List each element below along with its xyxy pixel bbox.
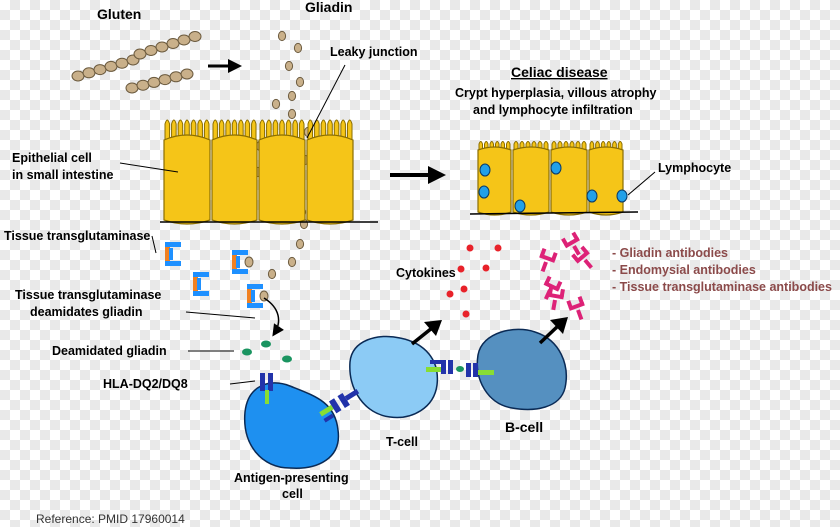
epithelium-celiac bbox=[469, 141, 639, 216]
gliadin-label: Gliadin bbox=[305, 0, 352, 15]
celiac-disease-title: Celiac disease bbox=[511, 64, 608, 80]
arrow-up-right-icon bbox=[410, 320, 442, 346]
gluten-bead bbox=[158, 74, 172, 86]
arrow-up-right-icon bbox=[538, 317, 568, 345]
gluten-bead bbox=[155, 41, 169, 53]
b-cell bbox=[476, 328, 567, 411]
gluten-bead bbox=[136, 79, 150, 91]
hla-receptor-icon bbox=[260, 373, 273, 404]
cytokines-label: Cytokines bbox=[396, 266, 456, 280]
gliadin-bead bbox=[287, 90, 297, 102]
hla-label: HLA-DQ2/DQ8 bbox=[103, 377, 188, 391]
lymphocyte-label: Lymphocyte bbox=[658, 161, 731, 175]
gluten-bead bbox=[144, 45, 158, 56]
gliadin-bead bbox=[287, 108, 297, 120]
antibody-icon bbox=[571, 245, 593, 269]
basement-membrane bbox=[469, 211, 639, 215]
ttg-icon bbox=[232, 250, 254, 274]
lymphocyte-icon bbox=[616, 189, 628, 203]
leader-lines bbox=[119, 64, 656, 385]
leaky-junction-label: Leaky junction bbox=[330, 45, 418, 59]
hla-tcr-complex-icon bbox=[319, 388, 360, 423]
epithelium-normal bbox=[160, 119, 378, 225]
gluten-chains bbox=[71, 31, 202, 94]
gluten-bead bbox=[177, 34, 191, 46]
lymphocyte-icon bbox=[514, 199, 526, 213]
ttg-deamidates-label: Tissue transglutaminase bbox=[15, 288, 161, 302]
lymphocyte-icon bbox=[479, 163, 491, 177]
gluten-bead bbox=[115, 57, 129, 69]
epithelial-cell bbox=[211, 134, 258, 225]
celiac-description: Crypt hyperplasia, villous atrophy bbox=[455, 86, 656, 100]
gliadin-bead bbox=[277, 30, 287, 42]
lymphocyte-icon bbox=[550, 161, 562, 175]
tcell-bcell-complex-icon bbox=[426, 360, 494, 377]
gluten-bead bbox=[188, 31, 202, 42]
gliadin-bead bbox=[267, 268, 277, 280]
gluten-bead bbox=[147, 76, 161, 88]
gluten-bead bbox=[93, 64, 107, 76]
gliadin-bead bbox=[295, 238, 305, 250]
antibody-icon bbox=[547, 286, 565, 311]
antibodies bbox=[539, 231, 593, 321]
gluten-bead bbox=[133, 48, 147, 60]
curved-arrow-icon bbox=[263, 297, 284, 337]
gluten-bead bbox=[71, 70, 85, 82]
deamidated-gliadin-label: Deamidated gliadin bbox=[52, 344, 167, 358]
epithelial-cell bbox=[588, 146, 624, 216]
gluten-bead bbox=[104, 60, 118, 72]
celiac-description-2: and lymphocyte infiltration bbox=[473, 103, 633, 117]
ttg-icon bbox=[193, 272, 209, 296]
antibody-item: - Endomysial antibodies bbox=[612, 263, 756, 277]
antigen-presenting-cell bbox=[244, 382, 340, 469]
antibody-item: - Gliadin antibodies bbox=[612, 246, 728, 260]
apc-label-2: cell bbox=[282, 487, 303, 501]
arrow-right-icon bbox=[208, 59, 242, 73]
gliadin-bead bbox=[284, 60, 294, 72]
ttg-molecules bbox=[165, 242, 269, 308]
b-cell-label: B-cell bbox=[505, 419, 543, 435]
t-cell bbox=[349, 335, 439, 419]
epithelial-cell bbox=[306, 134, 354, 225]
arrow-right-icon bbox=[390, 166, 446, 184]
gluten-label: Gluten bbox=[97, 6, 141, 22]
epithelial-cell bbox=[550, 146, 588, 216]
deamidated-gliadin-dots bbox=[242, 340, 292, 363]
tissue-transglutaminase-label: Tissue transglutaminase bbox=[4, 229, 150, 243]
ttg-icon bbox=[247, 284, 269, 308]
epithelial-cell bbox=[258, 134, 306, 225]
gluten-bead bbox=[82, 67, 96, 79]
epithelial-cell bbox=[163, 134, 211, 225]
reference-text: Reference: PMID 17960014 bbox=[36, 512, 185, 526]
epithelial-cell-label: Epithelial cell bbox=[12, 151, 92, 165]
antibody-item: - Tissue transglutaminase antibodies bbox=[612, 280, 832, 294]
cytokines-dots bbox=[446, 244, 502, 318]
lymphocyte-icon bbox=[478, 185, 490, 199]
lymphocyte-icon bbox=[586, 189, 598, 203]
gliadin-bead bbox=[244, 256, 254, 268]
gluten-bead bbox=[180, 68, 194, 80]
t-cell-label: T-cell bbox=[386, 435, 418, 449]
antibody-icon bbox=[566, 295, 585, 321]
gluten-bead bbox=[166, 38, 180, 49]
antibody-icon bbox=[561, 231, 581, 256]
gliadin-bead bbox=[271, 98, 281, 110]
gluten-bead bbox=[125, 82, 139, 94]
epithelial-cell-label-2: in small intestine bbox=[12, 168, 113, 182]
ttg-icon bbox=[165, 242, 181, 266]
apc-label: Antigen-presenting bbox=[234, 471, 349, 485]
gliadin-bead bbox=[293, 42, 303, 54]
gluten-bead bbox=[169, 71, 183, 83]
epithelial-cell bbox=[477, 146, 512, 216]
gliadin-bead bbox=[295, 76, 305, 88]
gliadin-bead bbox=[287, 256, 297, 268]
ttg-deamidates-label-2: deamidates gliadin bbox=[30, 305, 143, 319]
antibody-icon bbox=[539, 247, 558, 273]
